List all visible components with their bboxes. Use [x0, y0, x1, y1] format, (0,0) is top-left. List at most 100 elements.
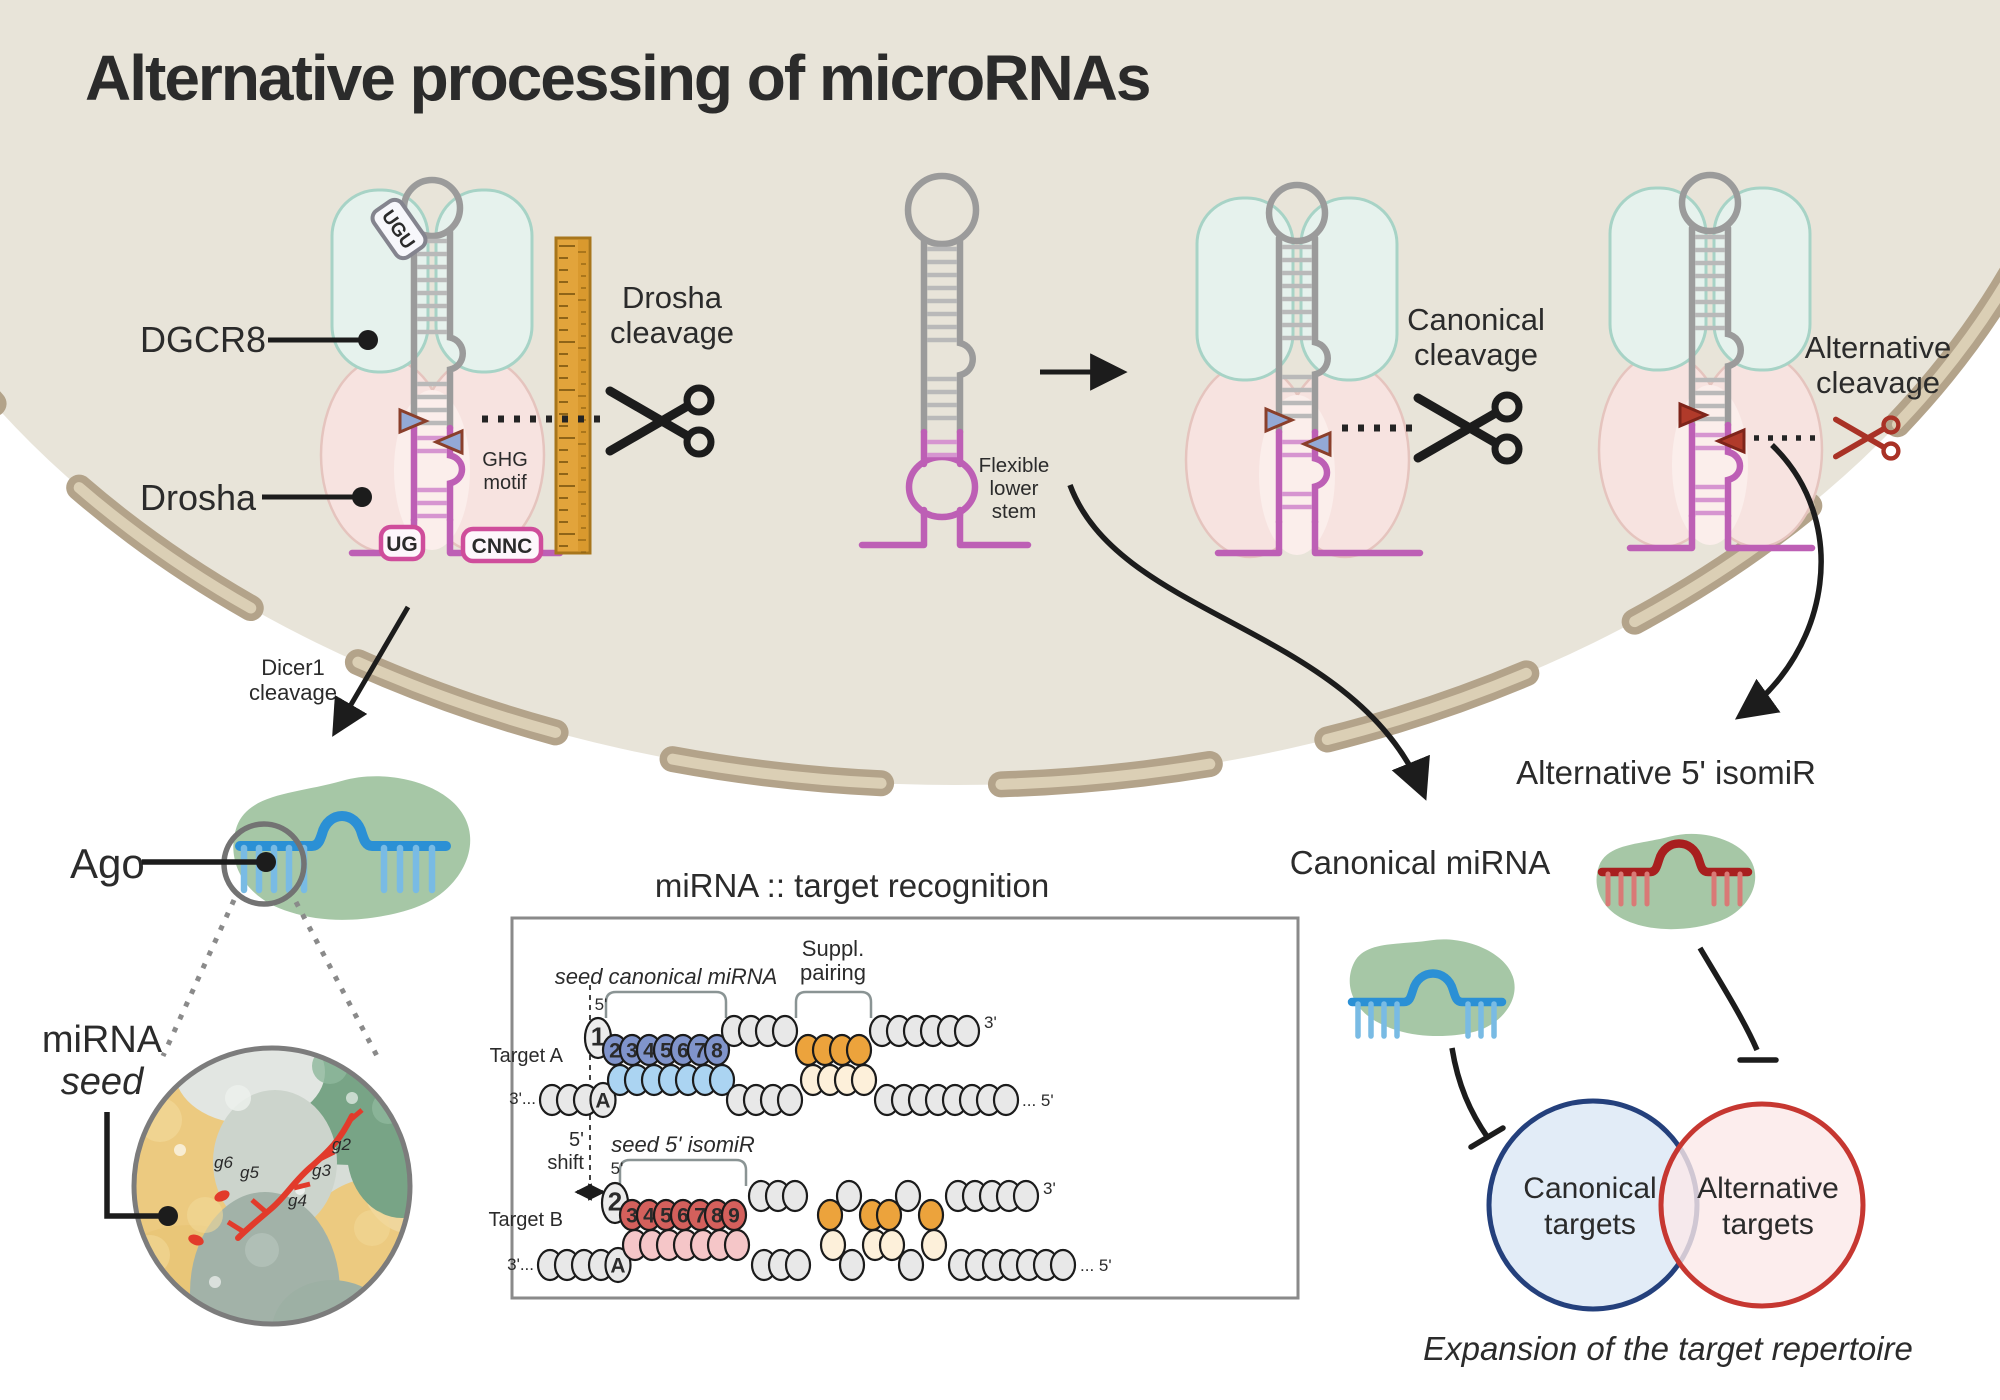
free-pri-mirna: Flexible lower stem: [858, 172, 1128, 549]
cleavage-site-marker: [398, 407, 430, 435]
suppl-pairing-label: pairing: [800, 960, 866, 985]
pri-mirna-hairpin-2: [858, 172, 1032, 549]
ruler-icon: [554, 236, 592, 555]
alt-cleavage-site-marker: [1678, 401, 1710, 429]
nucleotide-circle: [894, 1179, 922, 1213]
target-b-label: Target B: [489, 1209, 563, 1231]
three-prime-dots-label: 3'...: [509, 1089, 536, 1108]
venn-diagram: Canonical targets Alternative targets Ex…: [1423, 1098, 1913, 1367]
zoom-guide-line: [293, 900, 380, 1058]
nucleotide-label: 8: [711, 1040, 723, 1063]
g5-label: g5: [240, 1163, 259, 1182]
nucleotide-label: 3: [626, 1205, 638, 1228]
ghg-motif-label: GHG: [482, 449, 528, 471]
ago-complex: Ago: [70, 769, 476, 1058]
ug-badge-label: UG: [386, 533, 418, 556]
nucleotide-circle: [589, 1081, 617, 1119]
drosha-cleavage-label: cleavage: [610, 315, 734, 350]
page-title: Alternative processing of microRNAs: [85, 42, 1150, 114]
canonical-export-arrow: [1067, 484, 1430, 801]
nucleotide-circle: [845, 1033, 873, 1067]
dgcr8-pointer: DGCR8: [140, 319, 378, 360]
inhibition-bar: [1468, 1125, 1506, 1150]
mirna-seed-label: miRNA: [42, 1019, 163, 1061]
nucleotide-circle: [708, 1063, 736, 1097]
g4-label: g4: [288, 1191, 307, 1210]
nucleotide-circle: [771, 1014, 799, 1048]
mirna-tines: [1355, 1001, 1497, 1039]
recognition-title: miRNA :: target recognition: [655, 867, 1049, 904]
ghg-motif-label: motif: [483, 472, 527, 494]
nucleotide-label: 1: [591, 1022, 605, 1052]
nucleotide-circle: [1012, 1179, 1040, 1213]
target-recognition-panel: miRNA :: target recognition seed canonic…: [489, 867, 1300, 1300]
nucleotide-circle: [723, 1228, 751, 1262]
seed-canonical-label: seed canonical miRNA: [555, 964, 778, 989]
rowA-target: A: [538, 1063, 1020, 1119]
g3-label: g3: [312, 1161, 331, 1180]
nucleotide-circle: [878, 1228, 906, 1262]
pri-mirna-hairpin-4: [1626, 171, 1816, 552]
isomir-strand-red: [1597, 839, 1753, 877]
alternative-isomir-label: Alternative 5' isomiR: [1516, 754, 1816, 791]
inhibition-line: [1697, 946, 1760, 1052]
three-prime-label: 3': [984, 1013, 997, 1032]
seed-isomir-label: seed 5' isomiR: [611, 1132, 755, 1157]
microprocessor-complex-1: UGU GHG motif UG CNNC Drosha cleavage DG…: [140, 176, 734, 564]
five-prime-label: 5': [595, 995, 608, 1014]
nucleotide-circle: [781, 1179, 809, 1213]
five-prime-label: 5': [611, 1159, 624, 1178]
flexible-lower-stem-label: stem: [992, 500, 1036, 523]
nucleotide-label: 9: [728, 1205, 740, 1228]
nucleotide-circle: [703, 1033, 731, 1067]
isomir-tines: [1605, 871, 1743, 907]
target-a-label: Target A: [490, 1045, 564, 1067]
flexible-lower-stem-label: lower: [990, 477, 1039, 500]
venn-right-label: targets: [1722, 1208, 1814, 1241]
ug-badge: UG: [378, 524, 426, 562]
dicer-arrow: [332, 605, 411, 737]
dicer-cleavage-label: Dicer1: [261, 655, 325, 680]
venn-left-label: targets: [1544, 1208, 1636, 1241]
five-shift-label: shift: [547, 1152, 584, 1174]
flexible-lower-stem-label: Flexible: [979, 454, 1050, 477]
suppl-bracket: [794, 990, 873, 1018]
dgcr8-label: DGCR8: [140, 319, 266, 360]
nucleotide-circle: [992, 1083, 1020, 1117]
alternative-export-arrow: [1734, 443, 1824, 720]
alternative-cleavage-label: Alternative: [1805, 330, 1951, 365]
nucleotide-label: 6: [677, 1205, 689, 1228]
nucleotide-label: A: [595, 1090, 610, 1113]
canonical-cleavage-label: Canonical: [1407, 302, 1545, 337]
seed-rna-sticks: [235, 1113, 355, 1241]
venn-left-label: Canonical: [1523, 1172, 1656, 1205]
alternative-cleavage-label: cleavage: [1816, 365, 1940, 400]
five-shift-label: 5': [569, 1129, 584, 1151]
zoom-guide-line: [160, 898, 237, 1058]
pri-mirna-hairpin-3: [1214, 181, 1424, 557]
three-prime-label: 3': [1043, 1179, 1056, 1198]
nucleotide-circle: [917, 1198, 945, 1232]
nucleotide-circle: [850, 1063, 878, 1097]
ago-label: Ago: [70, 840, 145, 887]
five-prime-dots-label: ... 5': [1022, 1091, 1054, 1110]
alt-cleavage-site-marker: [1714, 427, 1746, 455]
g2-label: g2: [332, 1135, 351, 1154]
suppl-pairing-label: Suppl.: [802, 936, 864, 961]
mirna-strand-blue: [1347, 969, 1507, 1007]
nucleotide-label: 5: [660, 1205, 672, 1228]
nucleotide-label: 5: [660, 1040, 672, 1063]
nucleotide-circle: [819, 1228, 847, 1262]
nucleotide-circle: [1049, 1248, 1077, 1282]
mirna-seed-label-2: seed: [61, 1061, 145, 1103]
inset-ring: [131, 1045, 413, 1327]
seed-bracket-b: [618, 1158, 748, 1186]
canonical-cleavage-label: cleavage: [1414, 337, 1538, 372]
nucleotide-circle: [835, 1179, 863, 1213]
venn-alternative-circle: [1658, 1101, 1866, 1309]
nucleotide-label: 4: [643, 1040, 655, 1063]
nucleotide-circle: [604, 1246, 632, 1284]
